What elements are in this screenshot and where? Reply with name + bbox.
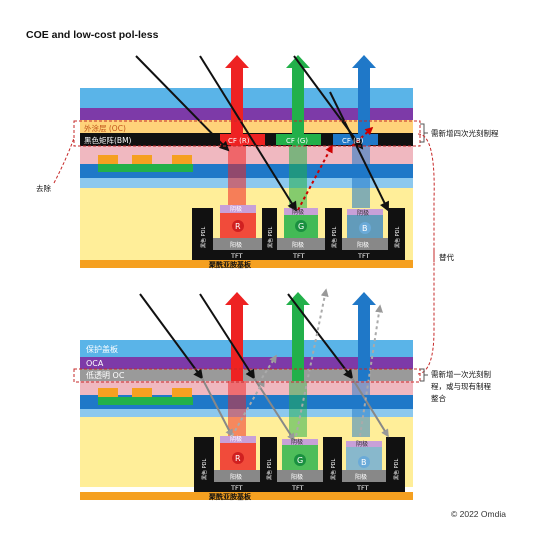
bottom-letter-g: G — [297, 456, 303, 465]
bottom-transmitted-arrows — [201, 377, 389, 442]
bottom-oca-layer — [80, 357, 413, 369]
top-anode-r: 阳极 — [230, 241, 242, 249]
top-oc-bm-highlight — [73, 120, 421, 147]
bottom-lowoc-highlight — [73, 368, 421, 383]
bottom-pdl-3-label: 黑色 PDL — [330, 459, 337, 480]
bottom-tft-1: TFT — [230, 484, 243, 492]
replace-connector — [417, 133, 435, 375]
top-sensor-pad-2 — [132, 155, 152, 164]
top-reflection-arrows — [297, 126, 374, 211]
bottom-protect-layer — [80, 340, 413, 357]
top-bm-label: 黑色矩阵(BM) — [84, 135, 132, 145]
top-substrate-label: 聚酰亚胺基板 — [208, 260, 252, 269]
top-letter-b: B — [362, 224, 368, 233]
bottom-right-brace — [420, 368, 428, 382]
top-cathode-b: 阴极 — [357, 209, 369, 217]
bottom-tft-3: TFT — [356, 484, 369, 492]
bottom-subpixels — [194, 436, 405, 492]
bottom-pdl-4-label: 黑色 PDL — [393, 459, 400, 480]
top-pdl-1-label: 黑色 PDL — [200, 227, 207, 248]
top-sensor-pad-3 — [172, 155, 192, 164]
replace-label: 替代 — [439, 252, 454, 262]
top-emission-arrows — [225, 55, 376, 146]
bottom-sensor-green — [98, 397, 193, 405]
top-cf-g-label: CF (G) — [286, 137, 308, 145]
top-purple-layer — [80, 108, 413, 120]
top-remove-label: 去除 — [36, 183, 51, 193]
bottom-reflection-arrows — [231, 288, 383, 437]
top-cf-r-label: CF (R) — [228, 137, 250, 145]
bottom-lowoc-label: 低透明 OC — [86, 370, 125, 380]
bottom-tft-bar — [194, 482, 405, 492]
top-sensor-pad-1 — [98, 155, 118, 164]
bottom-sensor-pad-3 — [172, 388, 192, 397]
bottom-protect-label: 保护盖板 — [86, 344, 118, 354]
diagram-title: COE and low-cost pol-less — [26, 29, 159, 41]
bottom-ambient-arrows — [139, 293, 354, 380]
top-cathode-g: 阴极 — [292, 208, 304, 216]
top-pdl-4-label: 黑色 PDL — [394, 227, 401, 248]
bottom-note-right-3: 整合 — [431, 393, 446, 403]
top-oc-label: 外涂层 (OC) — [84, 123, 126, 133]
bottom-cathode-r: 阴极 — [230, 435, 242, 443]
top-right-brace — [420, 123, 428, 143]
bottom-cathode-b: 阴极 — [356, 440, 368, 448]
bottom-substrate-label: 聚酰亚胺基板 — [208, 492, 252, 501]
top-tft-1: TFT — [230, 252, 243, 260]
bottom-pdl-2 — [260, 437, 277, 482]
top-pdl-2-label: 黑色 PDL — [267, 227, 274, 248]
bottom-blue-light — [80, 409, 413, 417]
top-oc-layer — [80, 120, 413, 133]
top-anode-g: 阳极 — [292, 241, 304, 249]
top-cf-b-label: CF (B) — [342, 137, 364, 145]
bottom-sensor-pad-2 — [132, 388, 152, 397]
bottom-tft-2: TFT — [291, 484, 304, 492]
top-pdl-3 — [325, 208, 342, 250]
top-letter-g: G — [298, 222, 304, 231]
bottom-pdl-1 — [194, 437, 214, 482]
top-anode-b: 阳极 — [357, 241, 369, 249]
top-cathode-r: 阴极 — [230, 205, 242, 213]
top-pdl-4 — [388, 208, 405, 250]
bottom-anode-b: 阳极 — [355, 473, 367, 481]
top-sensor-green — [98, 164, 193, 172]
top-light-columns — [228, 146, 370, 208]
bottom-letter-b: B — [361, 458, 367, 467]
bottom-pink-layer — [80, 381, 413, 395]
top-substrate — [80, 260, 413, 268]
bottom-substrate — [80, 492, 413, 500]
top-pdl-3-label: 黑色 PDL — [331, 227, 338, 248]
top-tft-2: TFT — [292, 252, 305, 260]
top-note-right: 需新增四次光刻制程 — [431, 128, 499, 138]
top-subpixels — [192, 205, 405, 260]
bottom-pdl-1-label: 黑色 PDL — [201, 459, 208, 480]
bottom-note-right-2: 程，或与现有制程 — [431, 381, 491, 391]
top-blue-light — [80, 178, 413, 188]
bottom-subpixel-texts: 黑色 PDL 黑色 PDL 黑色 PDL 黑色 PDL 阴极 阴极 阴极 R G… — [201, 435, 400, 501]
top-tft-3: TFT — [357, 252, 370, 260]
top-pdl-1 — [192, 208, 213, 250]
bottom-anode-g: 阳极 — [291, 473, 303, 481]
top-tft-bar — [192, 250, 405, 260]
top-ambient-arrows — [135, 55, 389, 212]
bottom-light-columns — [228, 381, 370, 437]
bottom-oca-label: OCA — [86, 359, 104, 368]
top-pdl-2 — [262, 208, 277, 250]
bottom-anode-r: 阳极 — [230, 473, 242, 481]
bottom-pdl-4 — [386, 437, 405, 482]
bottom-note-right-1: 需新增一次光刻制 — [431, 369, 491, 379]
bottom-pdl-2-label: 黑色 PDL — [266, 459, 273, 480]
bottom-letter-r: R — [235, 454, 241, 463]
bottom-sensor-pad-1 — [98, 388, 118, 397]
top-remove-connector — [53, 137, 75, 184]
top-subpixel-texts: 黑色 PDL 黑色 PDL 黑色 PDL 黑色 PDL 阴极 阴极 阴极 R G… — [200, 205, 401, 269]
bottom-pdl-3 — [323, 437, 342, 482]
bottom-emission-arrows — [225, 292, 376, 381]
bottom-cathode-g: 阴极 — [291, 438, 303, 446]
top-letter-r: R — [235, 222, 241, 231]
copyright-text: © 2022 Omdia — [451, 509, 506, 519]
